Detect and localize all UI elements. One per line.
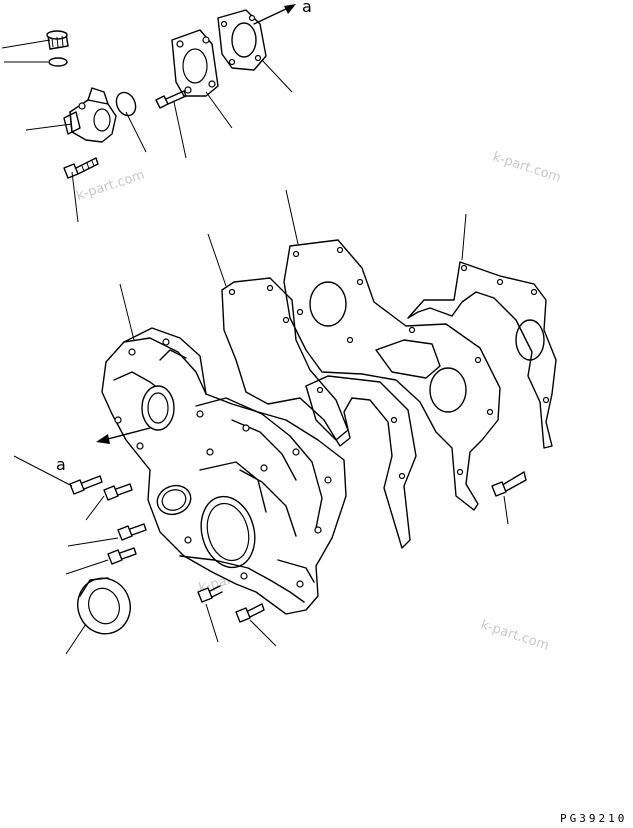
reference-label-left: a bbox=[56, 455, 66, 474]
adapter-plate bbox=[171, 29, 219, 97]
front-oil-seal bbox=[77, 577, 131, 635]
watermark: k-part.com bbox=[491, 150, 563, 186]
cover-bolt-2 bbox=[103, 483, 133, 501]
cover-bolt-1 bbox=[69, 475, 103, 495]
gasket-bolt bbox=[491, 471, 527, 497]
adapter-o-ring bbox=[115, 91, 137, 117]
drawing-code: PG39210 bbox=[560, 812, 627, 825]
watermark: k-part.com bbox=[75, 168, 147, 204]
cap-o-ring bbox=[48, 57, 68, 67]
reference-label-top: a bbox=[302, 0, 312, 16]
reference-arrow-left bbox=[96, 427, 151, 444]
front-cover bbox=[101, 327, 347, 615]
watermark: k-part.com bbox=[479, 618, 551, 654]
cover-bolt-3 bbox=[117, 523, 147, 541]
cover-bolt-6 bbox=[235, 603, 265, 623]
filler-cap bbox=[46, 30, 69, 50]
cover-bolt-4 bbox=[107, 547, 137, 565]
adapter-gasket bbox=[217, 9, 267, 71]
elbow-bolt bbox=[63, 157, 99, 179]
timing-gasket bbox=[283, 239, 501, 511]
adapter-bolt bbox=[155, 90, 187, 109]
rear-gasket bbox=[407, 261, 557, 449]
front-cover-gasket bbox=[221, 277, 417, 549]
cover-bolt-5 bbox=[197, 585, 223, 603]
filler-elbow bbox=[63, 87, 117, 143]
reference-arrow-top bbox=[253, 4, 296, 25]
